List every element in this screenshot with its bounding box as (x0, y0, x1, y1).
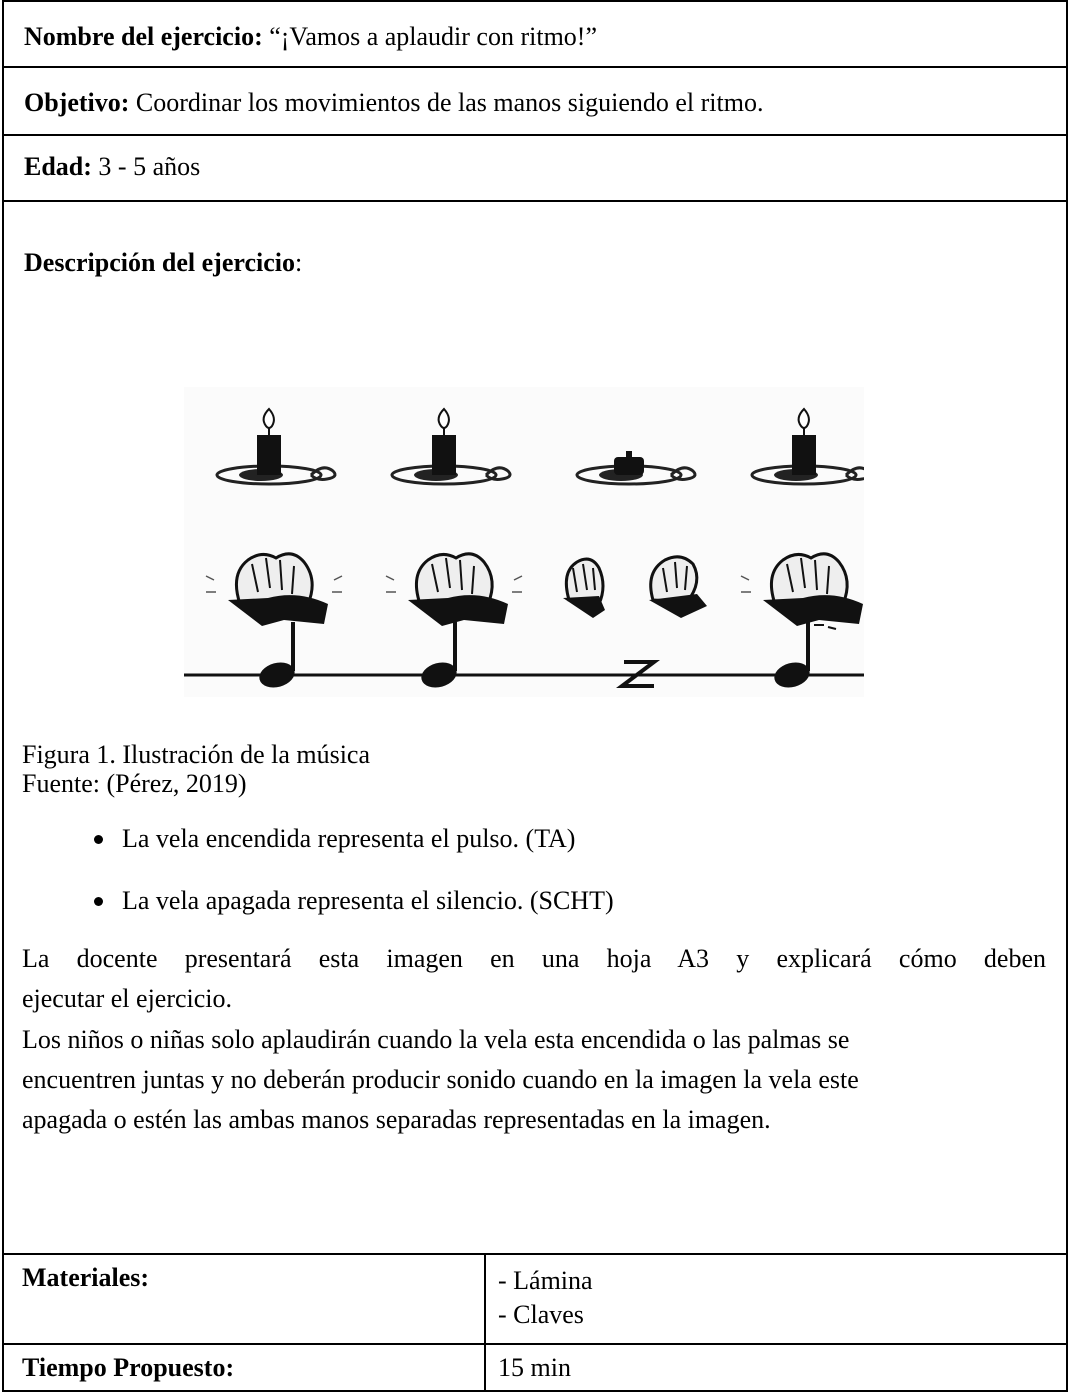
paragraph-line: La docente presentará esta imagen en una… (22, 944, 1046, 973)
figure-caption: Figura 1. Ilustración de la música (22, 740, 371, 769)
materiales-label: Materiales: (22, 1263, 150, 1292)
paragraph-line: apagada o estén las ambas manos separada… (22, 1105, 771, 1134)
edad-value: 3 - 5 años (91, 152, 201, 181)
objetivo-text: Objetivo: Coordinar los movimientos de l… (24, 88, 763, 118)
bullet-item: La vela encendida representa el pulso. (… (94, 824, 576, 854)
nombre-label: Nombre del ejercicio: (24, 22, 263, 51)
tiempo-label: Tiempo Propuesto: (22, 1353, 235, 1382)
column-divider (484, 1255, 486, 1392)
music-illustration (184, 387, 879, 697)
rhythm-figure (184, 407, 879, 688)
descripcion-label: Descripción del ejercicio (24, 248, 295, 277)
bullet-icon (94, 835, 103, 844)
row-edad: Edad: 3 - 5 años (4, 136, 1066, 202)
bullet-text: La vela apagada representa el silencio. … (122, 886, 614, 915)
row-objetivo: Objetivo: Coordinar los movimientos de l… (4, 68, 1066, 136)
paragraph-line: ejecutar el ejercicio. (22, 984, 233, 1013)
bullet-text: La vela encendida representa el pulso. (… (122, 824, 576, 853)
row-nombre: Nombre del ejercicio: “¡Vamos a aplaudir… (4, 2, 1066, 68)
paragraph-line: Los niños o niñas solo aplaudirán cuando… (22, 1025, 850, 1054)
materials-table: Materiales: - Lámina - Claves Tiempo Pro… (4, 1255, 1066, 1392)
bullet-icon (94, 897, 103, 906)
objetivo-label: Objetivo: (24, 88, 130, 117)
edad-text: Edad: 3 - 5 años (24, 152, 200, 182)
row-divider (4, 1343, 1066, 1345)
nombre-value: “¡Vamos a aplaudir con ritmo!” (262, 22, 598, 51)
row-descripcion: Descripción del ejercicio: (4, 202, 1066, 1255)
figure-source: Fuente: (Pérez, 2019) (22, 769, 247, 798)
objetivo-value: Coordinar los movimientos de las manos s… (129, 88, 764, 117)
paragraph-line: encuentren juntas y no deberán producir … (22, 1065, 859, 1094)
materiales-item: - Claves (498, 1300, 584, 1329)
tiempo-value: 15 min (498, 1353, 571, 1382)
bullet-item: La vela apagada representa el silencio. … (94, 886, 614, 916)
nombre-text: Nombre del ejercicio: “¡Vamos a aplaudir… (24, 22, 597, 52)
edad-label: Edad: (24, 152, 92, 181)
materiales-item: - Lámina (498, 1266, 593, 1295)
descripcion-heading: Descripción del ejercicio: (24, 248, 302, 278)
descripcion-colon: : (294, 248, 303, 277)
